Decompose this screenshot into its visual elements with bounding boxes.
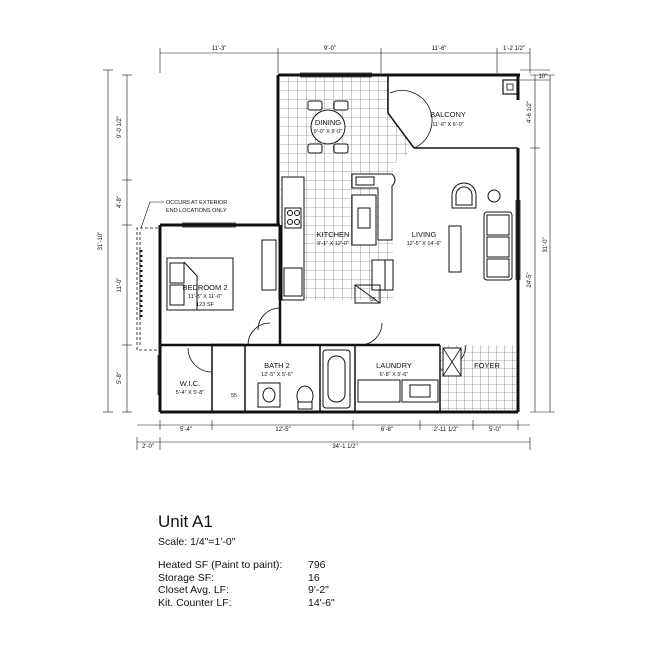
room-dining-size: 9'-0" X 9'-0" (314, 129, 343, 135)
kitchen-pantry (354, 284, 381, 304)
room-bath2-name: BATH 2 (264, 361, 290, 370)
living-furniture (448, 182, 513, 281)
room-kitchen-size: 9'-1" X 12'-0" (317, 241, 349, 247)
room-balcony-size: 11'-6" X 6'-0" (432, 122, 463, 128)
dimension-lines (103, 48, 555, 450)
stat-value: 14'-6" (308, 596, 335, 609)
room-laundry-name: LAUNDRY (376, 361, 412, 370)
room-wic-name: W.I.C. (180, 379, 200, 388)
room-living-name: LIVING (412, 230, 437, 239)
stat-label: Storage SF: (158, 571, 215, 584)
stat-row-counter-lf: Kit. Counter LF: 14'-6" (158, 597, 418, 610)
kitchen-shelf-tag: 55 (370, 297, 376, 303)
dim-top-3: 11'-6" (432, 46, 447, 52)
balcony-post (502, 79, 518, 95)
stat-value: 796 (308, 559, 326, 571)
bedroom-furniture (166, 239, 277, 311)
bath-fixtures (257, 349, 351, 410)
floor-plan: 11'-3" 9'-0" 11'-6" 1'-2 1/2" 10" 5'-4" … (98, 46, 555, 450)
unit-title: Unit A1 (158, 512, 213, 531)
dim-bottom-3: 6'-8" (381, 427, 393, 433)
stat-row-closet-lf: Closet Avg. LF: 9'-2" (158, 584, 418, 597)
stat-label: Heated SF (Paint to paint): (158, 559, 283, 571)
partitions (160, 75, 518, 412)
note-leader (140, 201, 164, 229)
unit-scale: Scale: 1/4"=1'-0" (158, 536, 236, 548)
room-foyer-name: FOYER (474, 361, 500, 370)
bump-out (136, 227, 158, 351)
stat-row-storage-sf: Storage SF: 16 (158, 572, 418, 585)
dim-right-total: 31'-0" (543, 237, 549, 252)
room-dining-name: DINING (315, 118, 341, 127)
stat-value: 9'-2" (308, 584, 329, 596)
room-bedroom2-size: 11'-3" X 11'-0" (188, 294, 222, 300)
walls (158, 73, 520, 414)
dim-top-4: 1'-2 1/2" (503, 46, 525, 52)
unit-info: Unit A1 Scale: 1/4"=1'-0" Heated SF (Pai… (158, 512, 418, 609)
bump-out-note-line2: END LOCATIONS ONLY (166, 208, 227, 214)
dim-top-1: 11'-3" (212, 46, 227, 52)
room-bedroom2-sf: 123 SF (196, 302, 214, 308)
room-bath2-size: 12'-5" X 5'-6" (261, 372, 293, 378)
room-laundry-size: 6'-8" X 5'-6" (380, 372, 409, 378)
room-bedroom2-name: BEDROOM 2 (182, 283, 227, 292)
dim-top-small: 10" (539, 74, 548, 80)
dim-bottom-2: 12'-5" (275, 427, 290, 433)
kitchen-counters (281, 173, 396, 301)
dim-bottom-total: 34'-1 1/2" (332, 444, 357, 450)
room-wic-size: 5'-4" X 5'-8" (176, 390, 205, 396)
windows (157, 72, 521, 395)
room-kitchen-name: KITCHEN (317, 230, 350, 239)
laundry-fixtures (357, 379, 439, 403)
dim-left-total: 31'-10" (98, 232, 104, 251)
room-balcony-name: BALCONY (430, 110, 466, 119)
bump-out-note-line1: OCCURS AT EXTERIOR (166, 200, 227, 206)
dim-bottom-1: 5'-4" (180, 427, 192, 433)
dim-left-3: 11'-0" (117, 278, 123, 293)
dim-bottom-5: 5'-0" (489, 427, 501, 433)
dim-bottom-small: 2'-0" (142, 444, 154, 450)
stat-label: Closet Avg. LF: (158, 584, 230, 596)
stat-label: Kit. Counter LF: (158, 596, 232, 609)
dim-top-2: 9'-0" (324, 46, 336, 52)
stat-row-heated-sf: Heated SF (Paint to paint): 796 (158, 559, 418, 572)
dim-left-1: 9'-0 1/2" (117, 116, 123, 138)
dim-left-2: 4'-8" (117, 196, 123, 208)
dim-right-2: 24'-5" (527, 272, 533, 287)
dim-right-1: 4'-6 1/2" (527, 101, 533, 123)
stat-value: 16 (308, 571, 320, 584)
wic-shelf-tag: 55 (231, 393, 237, 399)
room-living-size: 12'-5" X 14'-6" (407, 241, 442, 247)
dim-bottom-4: 2'-11 1/2" (434, 427, 459, 433)
dining-table (307, 100, 349, 154)
dim-left-4: 5'-8" (117, 372, 123, 384)
